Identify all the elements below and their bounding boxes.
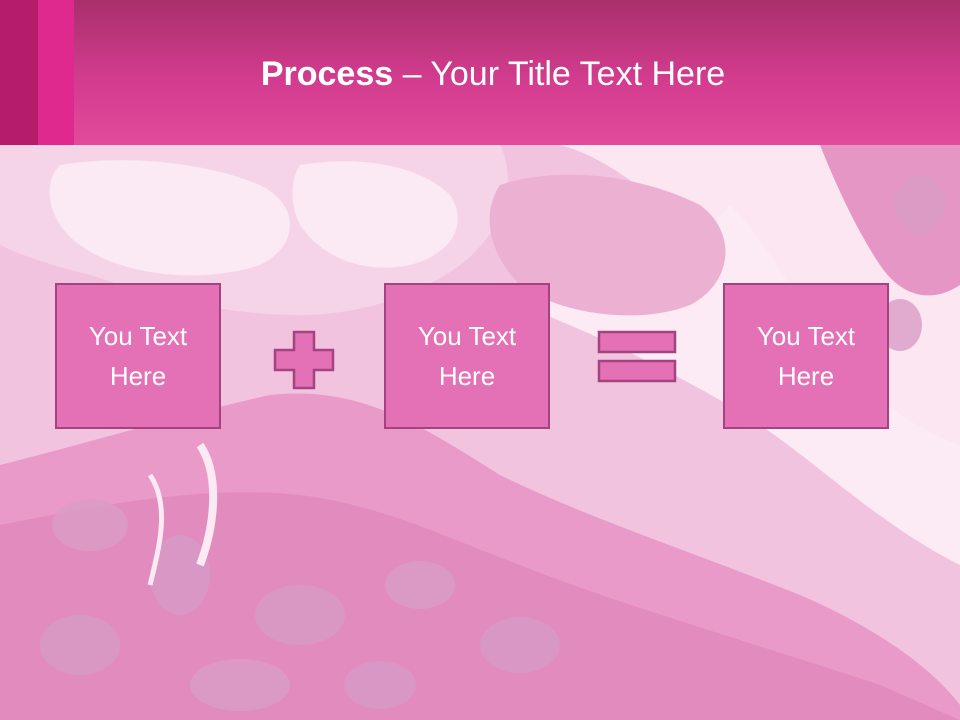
title-bar: Process – Your Title Text Here	[0, 0, 960, 145]
process-box-2-label: You Text Here	[417, 321, 517, 391]
background-tissue-image	[0, 145, 960, 720]
title-rest-text: – Your Title Text Here	[393, 55, 726, 93]
equals-icon	[597, 330, 677, 383]
process-box-1-label: You Text Here	[88, 321, 188, 391]
process-box-1[interactable]: You Text Here	[55, 283, 221, 429]
header-accent-dark	[0, 0, 38, 145]
process-box-3[interactable]: You Text Here	[723, 283, 889, 429]
slide-title: Process – Your Title Text Here	[0, 52, 960, 96]
header-accent-light	[38, 0, 74, 145]
plus-icon	[273, 330, 335, 390]
title-bold-text: Process	[260, 55, 394, 93]
process-box-3-label: You Text Here	[756, 321, 856, 391]
process-box-2[interactable]: You Text Here	[384, 283, 550, 429]
